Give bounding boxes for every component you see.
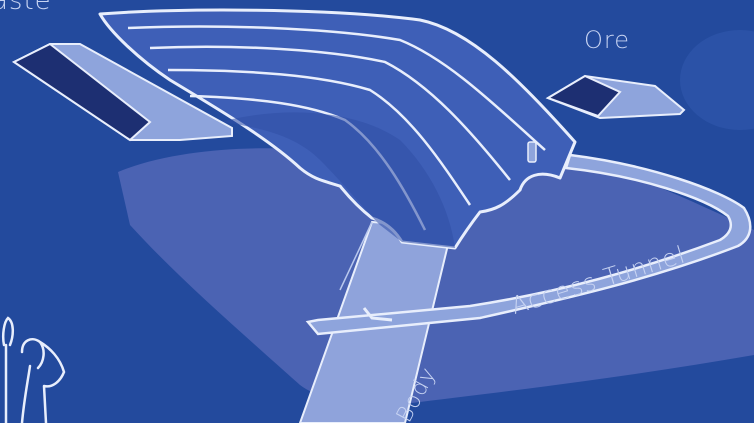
background-glow bbox=[680, 30, 754, 130]
ore-label: Ore bbox=[584, 26, 630, 54]
waste-label: aste bbox=[0, 0, 52, 16]
pit-marker bbox=[528, 142, 536, 162]
person-figures bbox=[3, 318, 64, 423]
